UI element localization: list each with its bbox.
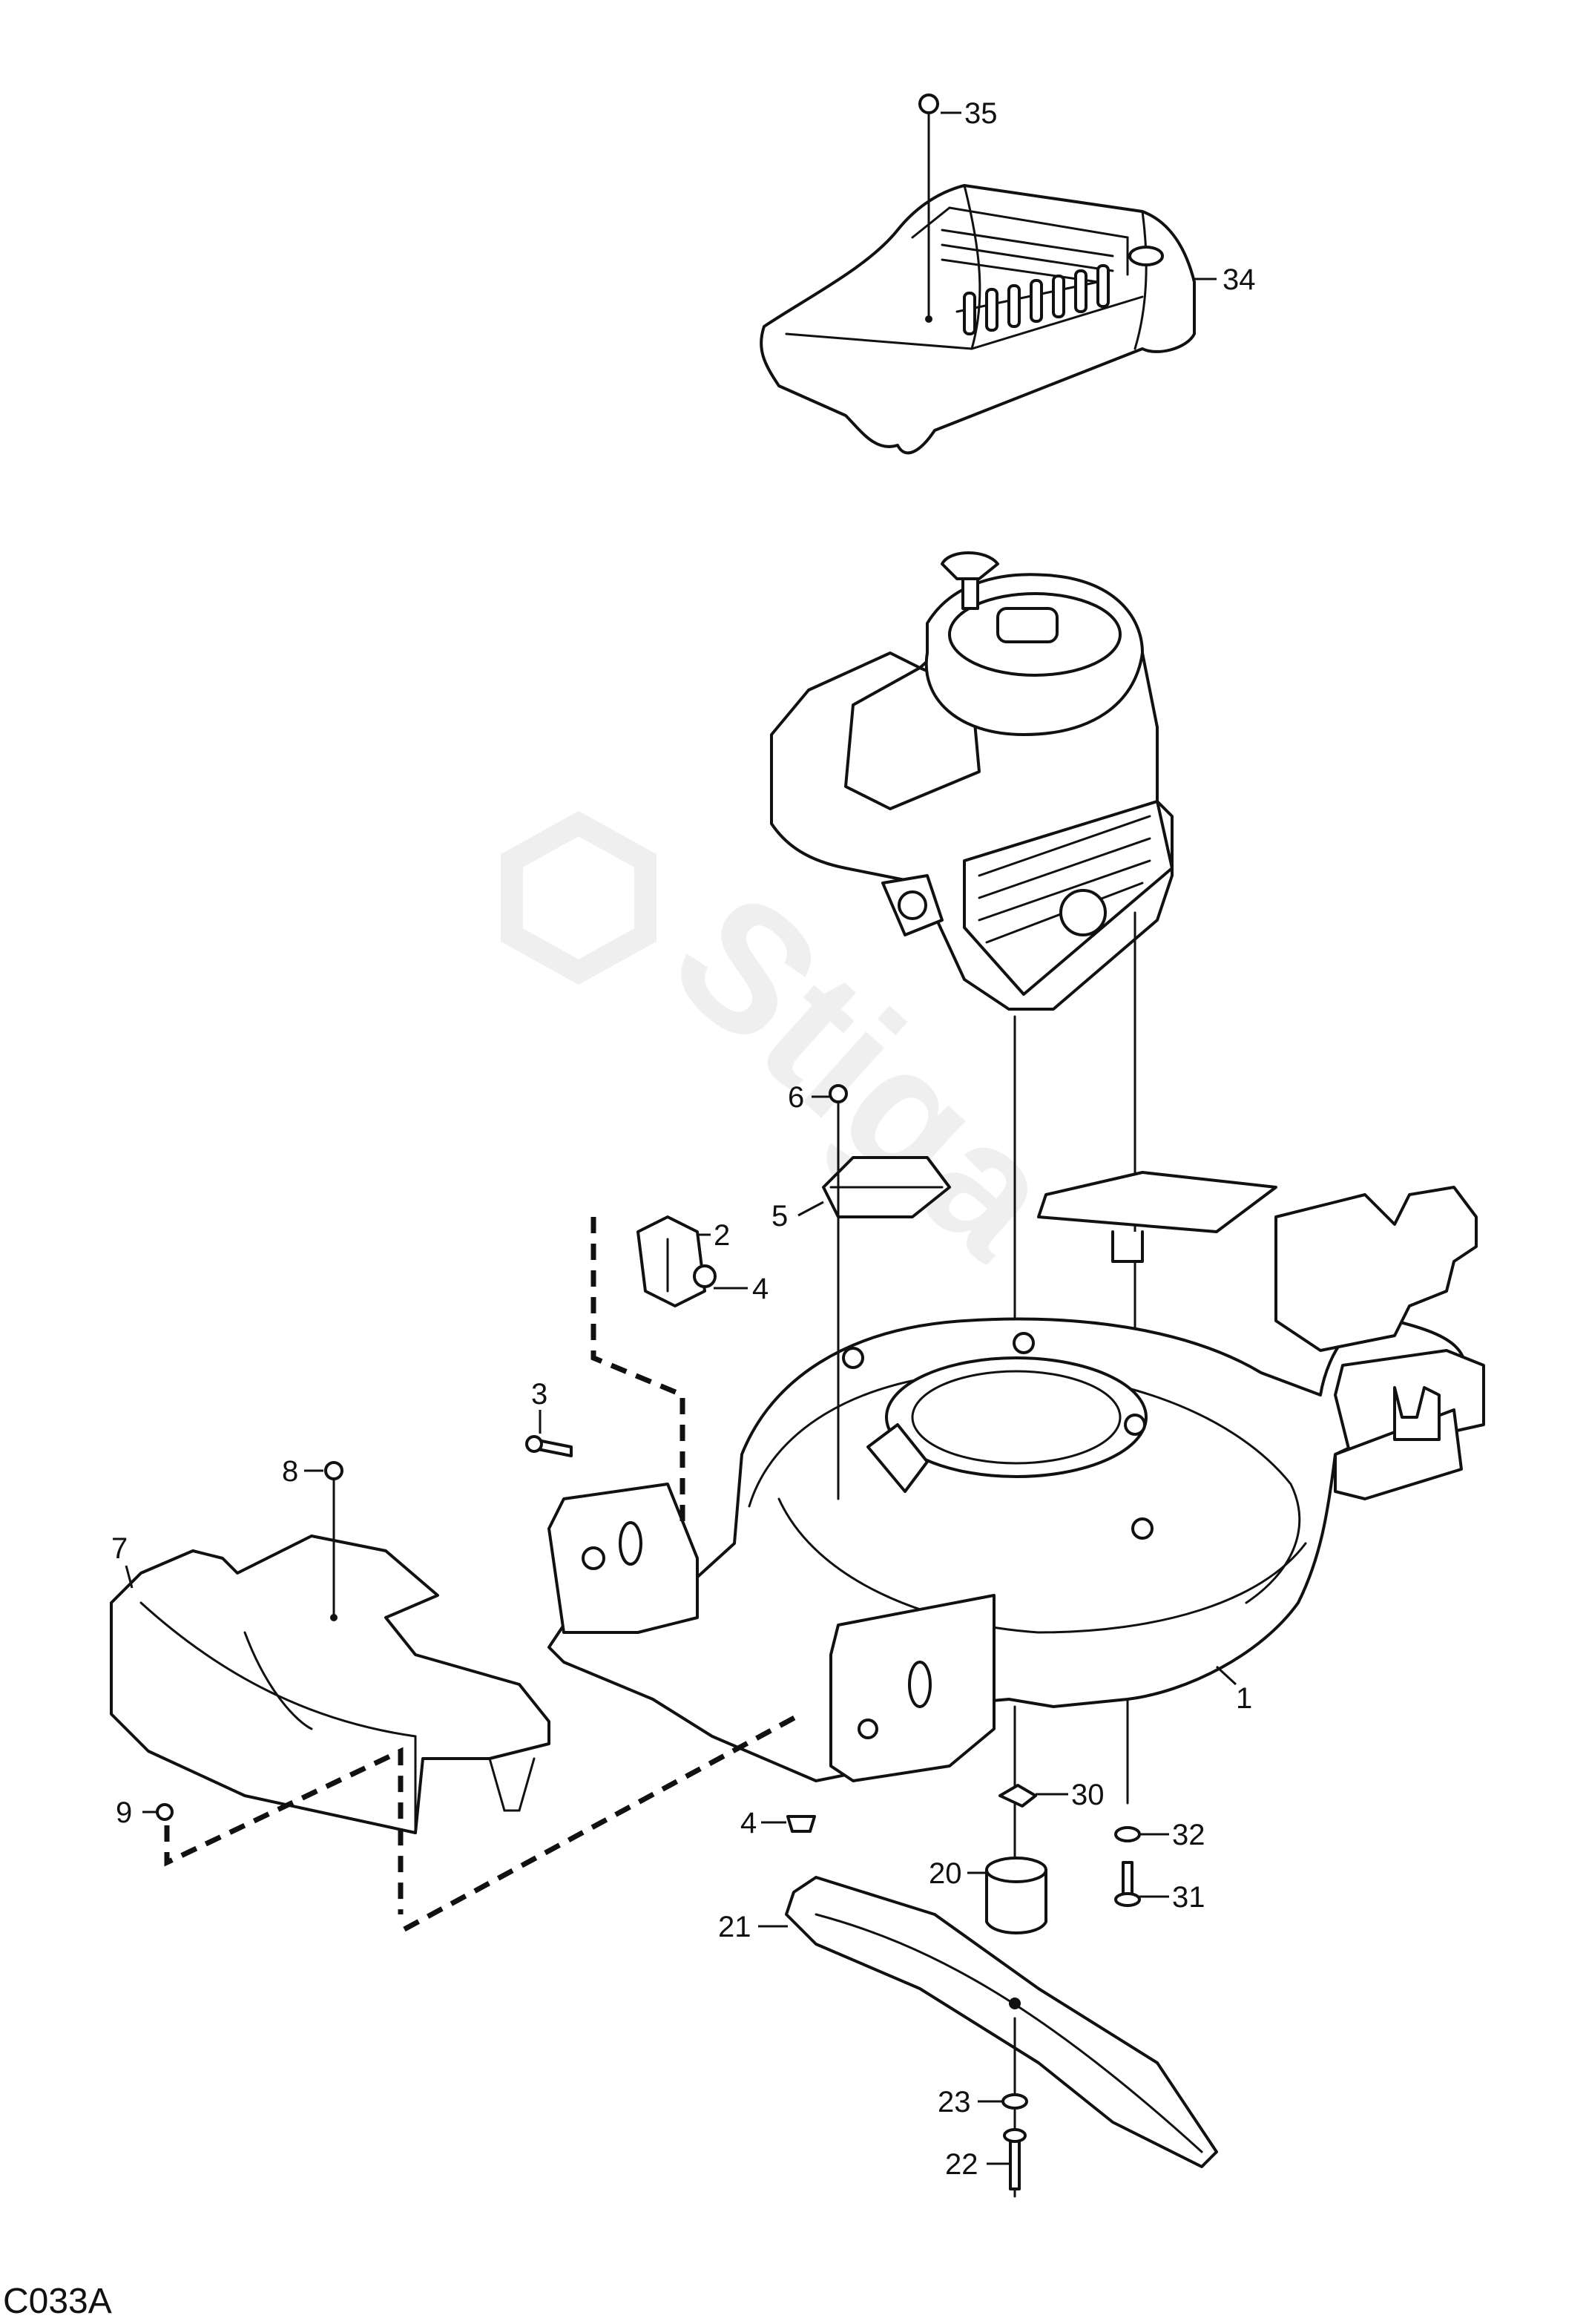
bolt-22 <box>1003 2128 1027 2190</box>
callout-2: 2 <box>714 1219 730 1252</box>
callout-22: 22 <box>945 2148 978 2181</box>
engine <box>770 551 1174 1011</box>
bolt-31 <box>1114 1861 1141 1907</box>
washer-32 <box>1114 1826 1141 1842</box>
callouts: 35 34 6 5 2 4 3 8 7 9 4 30 20 21 23 22 3 <box>111 97 1256 2181</box>
callout-9: 9 <box>116 1796 132 1829</box>
engine-cover <box>760 184 1196 455</box>
callout-32: 32 <box>1172 1819 1205 1851</box>
washer-23 <box>1001 2093 1028 2110</box>
mower-deck <box>547 1171 1485 1782</box>
callout-35: 35 <box>964 97 998 130</box>
callout-5: 5 <box>771 1200 788 1232</box>
callout-21: 21 <box>718 1911 751 1943</box>
callout-6: 6 <box>788 1081 804 1114</box>
screw-35 <box>918 93 939 323</box>
callout-8: 8 <box>282 1455 298 1488</box>
callout-20: 20 <box>929 1857 962 1890</box>
bracket-2 <box>636 1215 717 1307</box>
callout-1: 1 <box>1236 1682 1252 1715</box>
callout-3: 3 <box>531 1378 547 1411</box>
callout-30: 30 <box>1071 1779 1105 1811</box>
callout-4-lower: 4 <box>740 1807 757 1839</box>
callout-31: 31 <box>1172 1881 1205 1914</box>
key-30 <box>998 1784 1037 1808</box>
rear-deflector <box>110 1534 550 1834</box>
callout-7: 7 <box>111 1532 128 1565</box>
blade-hub-20 <box>985 1857 1047 1934</box>
screw-3 <box>525 1435 573 1457</box>
blade-21 <box>785 1876 1218 2168</box>
callout-23: 23 <box>938 2086 971 2118</box>
callout-4-upper: 4 <box>752 1273 769 1305</box>
callout-34: 34 <box>1223 263 1256 296</box>
diagram-code: C033A <box>3 2282 112 2321</box>
